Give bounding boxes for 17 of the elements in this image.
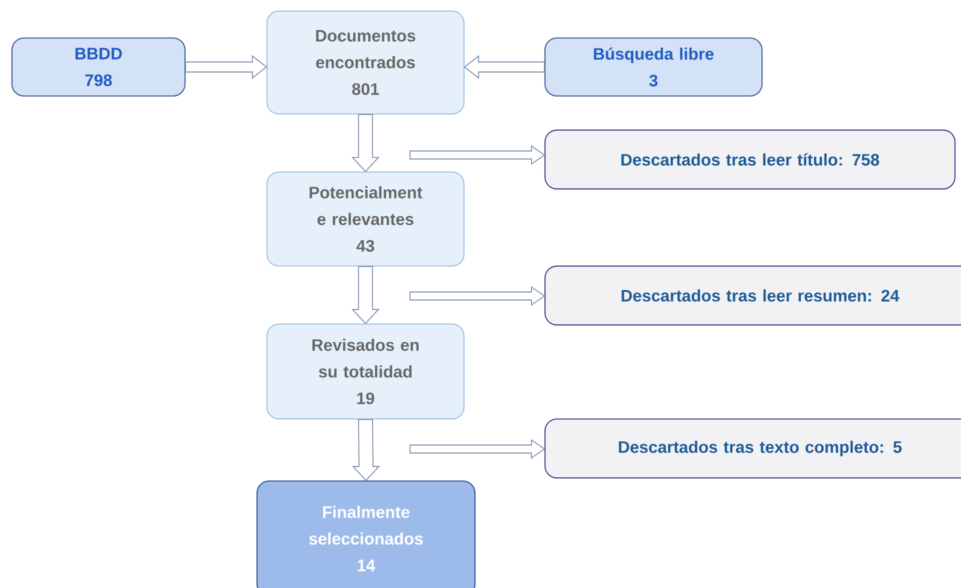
exclusion-box: Descartados tras leer título: 758 <box>544 130 956 190</box>
exclusion-box: Descartados tras texto completo: 5 <box>544 418 961 478</box>
result-box: Finalmente seleccionados 14 <box>256 480 476 588</box>
arrow <box>351 266 380 324</box>
arrow <box>410 439 546 459</box>
process-box: Documentos encontrados 801 <box>266 10 465 114</box>
arrow <box>185 55 268 79</box>
process-box: Potencialment e relevantes 43 <box>266 171 465 267</box>
process-box: Revisados en su totalidad 19 <box>266 324 465 420</box>
arrow <box>464 55 545 79</box>
arrow <box>410 145 546 165</box>
source-box: Búsqueda libre 3 <box>544 37 763 97</box>
arrow <box>351 114 380 172</box>
arrow <box>352 419 380 482</box>
arrow <box>410 286 546 306</box>
source-box: BBDD 798 <box>11 37 186 97</box>
exclusion-box: Descartados tras leer resumen: 24 <box>544 266 961 326</box>
